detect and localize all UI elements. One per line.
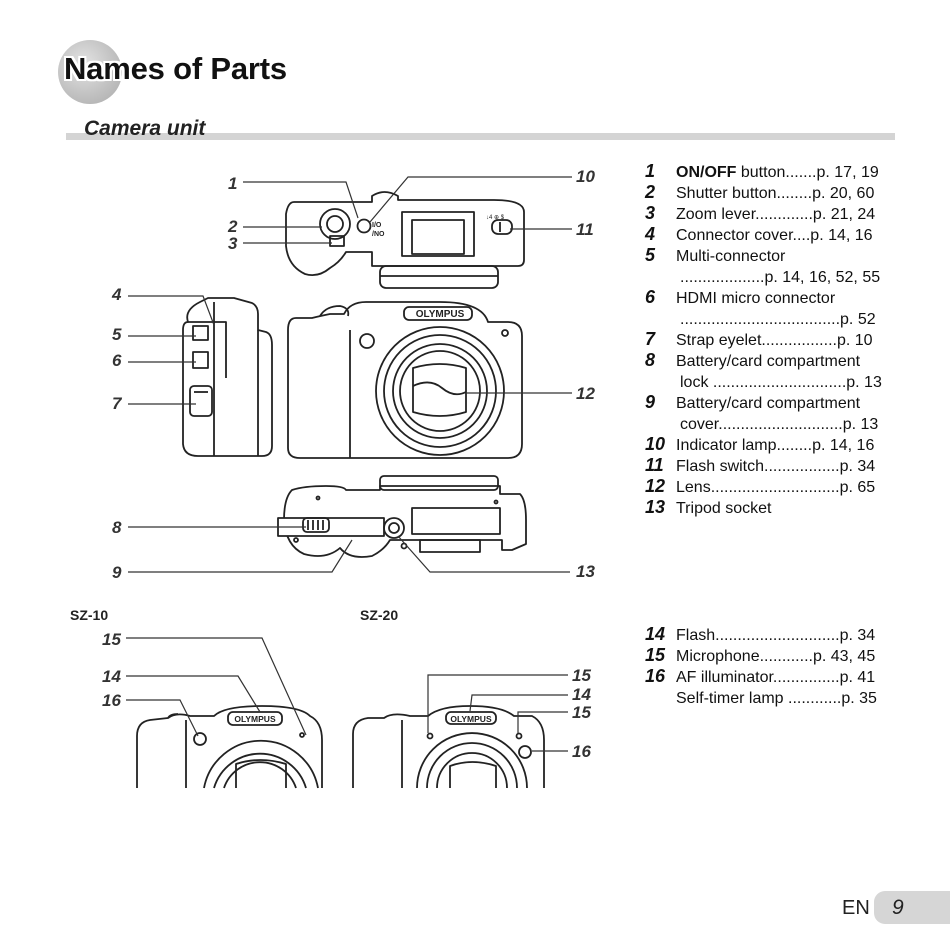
list-item-cont: Self-timer lamp ............p. 35 <box>676 690 877 707</box>
model-label-sz10: SZ-10 <box>70 607 109 623</box>
callout-16a: 16 <box>102 691 121 710</box>
callout-2: 2 <box>227 217 238 236</box>
callout-6: 6 <box>112 351 122 370</box>
callout-14a: 14 <box>102 667 121 686</box>
camera-top-view <box>285 191 525 289</box>
callout-1: 1 <box>228 174 237 193</box>
page-number: 9 <box>892 896 904 919</box>
section-divider <box>66 133 895 140</box>
svg-text:/NO: /NO <box>372 231 385 238</box>
callout-10: 10 <box>576 167 595 186</box>
camera-sz10-front <box>136 705 323 789</box>
callout-15c: 15 <box>572 703 591 722</box>
callout-numbers: 1 2 3 10 11 4 5 6 7 12 8 9 13 15 14 16 1… <box>102 167 595 761</box>
camera-side-view <box>182 297 273 457</box>
callout-14b: 14 <box>572 685 591 704</box>
list-item-cont: ...................p. 14, 16, 52, 55 <box>680 269 881 286</box>
callout-5: 5 <box>112 325 122 344</box>
callout-11: 11 <box>576 220 594 239</box>
section-title: Camera unit <box>84 117 206 140</box>
svg-text:OLYMPUS: OLYMPUS <box>416 309 465 320</box>
callout-12: 12 <box>576 384 595 403</box>
camera-sz20-front <box>352 705 545 789</box>
svg-text:OLYMPUS: OLYMPUS <box>450 714 492 724</box>
callout-13: 13 <box>576 562 595 581</box>
page-title: Names of Parts <box>64 51 287 86</box>
list-item-cont: lock ..............................p. 13 <box>680 374 882 391</box>
callout-15b: 15 <box>572 666 591 685</box>
callout-3: 3 <box>228 234 238 253</box>
camera-bottom-view <box>277 475 527 558</box>
camera-front-view <box>287 301 523 459</box>
callout-8: 8 <box>112 518 122 537</box>
svg-text:↓4 ⊕ $: ↓4 ⊕ $ <box>486 215 505 221</box>
callout-4: 4 <box>111 285 122 304</box>
callout-9: 9 <box>112 563 122 582</box>
footer-language: EN <box>842 897 870 919</box>
svg-text:OLYMPUS: OLYMPUS <box>234 714 276 724</box>
list-item-cont: ....................................p. 5… <box>680 311 876 328</box>
list-item-cont: cover............................p. 13 <box>680 416 879 433</box>
page-number-tab <box>874 891 950 924</box>
callout-15a: 15 <box>102 630 121 649</box>
title-circle-decoration <box>58 40 122 104</box>
callout-16b: 16 <box>572 742 591 761</box>
svg-text:I/O: I/O <box>372 222 382 229</box>
callout-7: 7 <box>112 394 123 413</box>
leader-lines <box>126 176 572 752</box>
model-label-sz20: SZ-20 <box>360 607 399 623</box>
